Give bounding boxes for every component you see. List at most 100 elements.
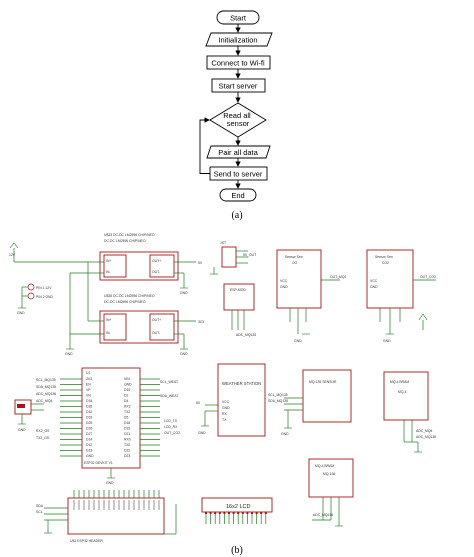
svg-text:5V: 5V xyxy=(196,401,201,405)
svg-text:TX: TX xyxy=(222,418,227,422)
svg-text:GND: GND xyxy=(294,339,302,343)
svg-text:GND: GND xyxy=(370,285,378,289)
flow-start-server-text: Start server xyxy=(219,82,258,91)
jst-connector: JST 5V_OUT xyxy=(210,241,256,275)
flow-loop-arrow xyxy=(199,117,210,174)
svg-text:GND: GND xyxy=(383,339,391,343)
esp32-header: U$1 ESP32 HEADER SDA SCL xyxy=(36,490,177,543)
reg2-label: U$35 DC-DC LM2596 CHIP/NEO xyxy=(104,294,155,298)
esp32-pin-left: VP xyxy=(86,388,91,392)
svg-text:ADC_MQ4: ADC_MQ4 xyxy=(36,399,53,403)
svg-text:SCL_MQ135: SCL_MQ135 xyxy=(268,393,288,397)
svg-text:ADC_MQ135: ADC_MQ135 xyxy=(236,333,256,337)
svg-text:U1: U1 xyxy=(86,371,90,375)
svg-text:SDA_WEAT: SDA_WEAT xyxy=(160,394,178,398)
esp32-pin-right: D4 xyxy=(124,399,128,403)
svg-text:ADC_MQ136: ADC_MQ136 xyxy=(416,435,436,439)
flow-end-terminal xyxy=(219,188,257,202)
esp32-pin-right: D18 xyxy=(124,421,130,425)
svg-text:VCC: VCC xyxy=(280,279,288,283)
mq4-sub: MQ-4 xyxy=(398,390,407,394)
svg-text:RX: RX xyxy=(222,412,227,416)
sensor-co: Sensor Sen CO VCC GND OUT_MQ1 GND xyxy=(276,249,347,343)
svg-text:CO2: CO2 xyxy=(382,261,389,265)
esp32-pin-left: D32 xyxy=(86,410,92,414)
svg-text:LCD_RX: LCD_RX xyxy=(164,425,178,429)
svg-text:RX2_GS: RX2_GS xyxy=(36,429,50,433)
svg-text:GND: GND xyxy=(280,285,288,289)
svg-text:VCC: VCC xyxy=(222,400,230,404)
svg-text:GND: GND xyxy=(198,431,206,435)
svg-text:12V: 12V xyxy=(9,253,16,257)
svg-text:JST: JST xyxy=(220,241,226,245)
esp32-pin-right: RX2 xyxy=(124,405,131,409)
svg-text:IN+: IN+ xyxy=(106,318,111,322)
esp32-pin-left: D25 xyxy=(86,421,92,425)
mq136-title: MQ-4 BRAM xyxy=(315,464,334,468)
svg-text:GND: GND xyxy=(65,352,73,356)
flow-pair-data-box xyxy=(206,145,271,159)
svg-text:5V_OUT: 5V_OUT xyxy=(243,253,256,257)
svg-text:OUT_CO2: OUT_CO2 xyxy=(164,431,180,435)
svg-text:OUT_CO2: OUT_CO2 xyxy=(420,275,436,279)
svg-text:SCL: SCL xyxy=(36,510,43,514)
esp32-pin-right: RX0 xyxy=(124,438,131,442)
esp32-pin-left: 3V3 xyxy=(86,377,92,381)
svg-text:SCL_WEAT: SCL_WEAT xyxy=(160,380,178,384)
svg-text:VCC: VCC xyxy=(370,279,378,283)
svg-text:GND: GND xyxy=(281,432,289,436)
esp32-pin-right: D22 xyxy=(124,449,130,453)
svg-text:SCL_MQ135: SCL_MQ135 xyxy=(36,378,56,382)
esp32-pin-left: D14 xyxy=(86,438,92,442)
svg-text:GND: GND xyxy=(180,291,188,295)
flow-start-text: Start xyxy=(230,14,247,23)
flow-pair-data-text: Pair all data xyxy=(218,148,258,157)
esp32-pin-right: D15 xyxy=(124,388,130,392)
flow-start-server-box xyxy=(211,78,266,93)
svg-text:Sensor Sen: Sensor Sen xyxy=(375,255,393,259)
power-input: 12V PIN 1 12V PIN 2 GND GND xyxy=(9,242,88,315)
caption-b: (b) xyxy=(231,545,243,556)
esp32-pin-right: VIN xyxy=(124,377,130,381)
svg-text:PIN 1 12V: PIN 1 12V xyxy=(36,286,52,290)
lcd-title: 16x2 LCD xyxy=(226,504,250,510)
svg-text:GND: GND xyxy=(222,406,230,410)
esp32-label: ESP32 DEVKIT V1 xyxy=(84,461,113,465)
esp32-pin-right: TX0 xyxy=(124,443,130,447)
flow-connect-wifi-text: Connect to Wi-fi xyxy=(211,59,265,68)
flow-send-server-text: Send to server xyxy=(214,170,263,179)
esp32-pin-left: VN xyxy=(86,394,91,398)
mq4-title: MQ-4 BRAM xyxy=(390,380,409,384)
esp32-pin-left: D33 xyxy=(86,416,92,420)
flow-connect-wifi-box xyxy=(206,55,271,70)
mq135-sensor: MQ-135 SENSOR SCL_MQ135 SDA_MQ135 GND xyxy=(268,369,352,436)
esp32-pin-left: GND xyxy=(86,454,94,458)
weather-station: WEATHER STATION VCC GND RX TX GND 5V xyxy=(196,363,266,437)
esp32-pin-left: EN xyxy=(86,383,91,387)
svg-text:ADC_MQ136: ADC_MQ136 xyxy=(313,513,333,517)
svg-text:GND: GND xyxy=(180,352,188,356)
svg-text:GND: GND xyxy=(18,428,26,432)
svg-text:SDA: SDA xyxy=(36,504,44,508)
esp32-pin-right: D21 xyxy=(124,432,130,436)
svg-text:3V3: 3V3 xyxy=(198,320,204,324)
esp32-pin-left: D13 xyxy=(86,449,92,453)
esp32-pin-left: D12 xyxy=(86,443,92,447)
esp32-pin-right: D5 xyxy=(124,416,128,420)
esp32-pin-right: D2 xyxy=(124,394,128,398)
esp32-pin-right: D23 xyxy=(124,454,130,458)
header-label: U$1 ESP32 HEADER xyxy=(70,539,103,543)
svg-text:ADC_MQ136: ADC_MQ136 xyxy=(36,392,56,396)
svg-text:OUT-: OUT- xyxy=(152,270,160,274)
svg-text:CO: CO xyxy=(292,261,297,265)
sensor-co2: Sensor Sen CO2 VCC GND OUT_CO2 GND xyxy=(366,249,436,343)
svg-text:PIN 2 GND: PIN 2 GND xyxy=(36,295,54,299)
svg-text:OUT_MQ1: OUT_MQ1 xyxy=(330,275,347,279)
esp32-pin-left: D27 xyxy=(86,432,92,436)
svg-text:ESP-MOD: ESP-MOD xyxy=(230,288,246,292)
caption-a: (a) xyxy=(231,210,242,221)
esp32-devkit: U1 3V3ENVPVND34D35D32D33D25D26D27D14D12D… xyxy=(14,367,180,485)
esp-mod-box: ESP-MOD ADC_MQ135 xyxy=(223,283,256,337)
mq136-sensor: MQ-4 BRAM MQ-136 ADC_MQ136 xyxy=(308,458,354,527)
